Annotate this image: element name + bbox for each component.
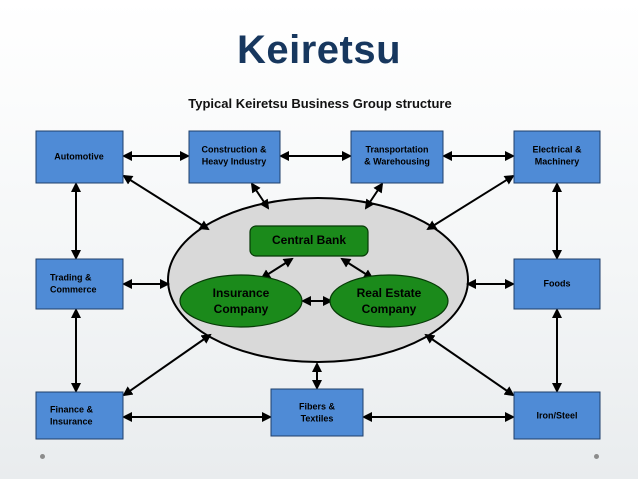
real-estate-label-line2: Company	[362, 302, 417, 316]
insurance-label-line2: Company	[214, 302, 269, 316]
arrow-automotive-hub	[122, 174, 210, 231]
slide-title: Keiretsu	[236, 28, 402, 72]
box-automotive: Automotive	[35, 130, 124, 184]
central-bank-node: Central Bank	[249, 225, 369, 257]
slide-corner-dot-right	[594, 454, 599, 459]
arrow-bank-realestate	[340, 257, 374, 280]
arrow-bank-insurance	[260, 257, 294, 280]
box-construction: Construction & Heavy Industry	[188, 130, 281, 184]
diagram-subtitle: Typical Keiretsu Business Group structur…	[188, 96, 452, 111]
trading-label-line2: Commerce	[50, 284, 97, 294]
construction-label-line2: Heavy Industry	[202, 156, 267, 166]
arrow-construction-hub	[250, 182, 270, 210]
transportation-label-line2: & Warehousing	[364, 156, 430, 166]
finance-label-line2: Insurance	[50, 416, 93, 426]
automotive-label: Automotive	[54, 151, 104, 161]
fibers-label-line1: Fibers &	[299, 401, 336, 411]
arrow-electrical-hub	[426, 174, 515, 231]
construction-label-line1: Construction &	[202, 144, 267, 154]
fibers-label-line2: Textiles	[301, 413, 334, 423]
box-transportation: Transportation & Warehousing	[350, 130, 444, 184]
central-bank-label: Central Bank	[272, 233, 346, 247]
box-electrical: Electrical & Machinery	[513, 130, 601, 184]
electrical-label-line1: Electrical &	[532, 144, 582, 154]
iron-steel-label: Iron/Steel	[536, 410, 577, 420]
arrow-finance-hub	[122, 333, 212, 397]
trading-label-line1: Trading &	[50, 272, 92, 282]
real-estate-company-node: Real Estate Company	[329, 274, 449, 328]
box-foods: Foods	[513, 258, 601, 310]
slide-corner-dot-left	[40, 454, 45, 459]
insurance-label-line1: Insurance	[213, 286, 270, 300]
transportation-label-line1: Transportation	[365, 144, 428, 154]
box-iron-steel: Iron/Steel	[513, 391, 601, 440]
box-trading: Trading & Commerce	[35, 258, 124, 310]
box-fibers: Fibers & Textiles	[270, 388, 364, 437]
finance-label-line1: Finance &	[50, 404, 94, 414]
real-estate-label-line1: Real Estate	[357, 286, 422, 300]
insurance-company-node: Insurance Company	[179, 274, 303, 328]
box-finance: Finance & Insurance	[35, 391, 124, 440]
electrical-label-line2: Machinery	[535, 156, 580, 166]
foods-label: Foods	[544, 278, 571, 288]
arrow-iron-hub	[424, 333, 515, 397]
arrow-transportation-hub	[364, 182, 384, 210]
